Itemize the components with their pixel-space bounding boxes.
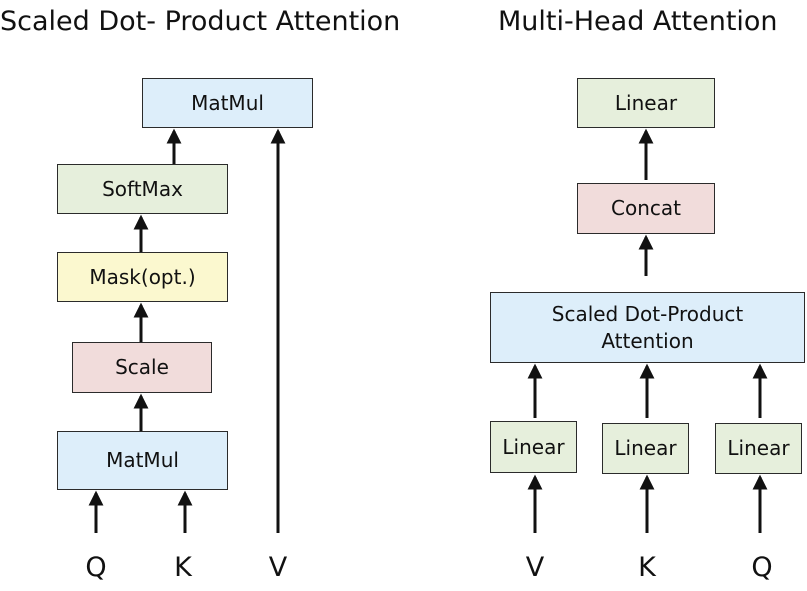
linear-k-box: Linear <box>602 423 689 474</box>
input-k-left: K <box>174 552 192 583</box>
matmul-bottom-box: MatMul <box>57 431 228 490</box>
attention-label-line2: Attention <box>601 328 694 353</box>
linear-q-box: Linear <box>715 423 802 474</box>
mask-box: Mask(opt.) <box>57 252 228 302</box>
input-v-right: V <box>525 552 545 583</box>
softmax-label: SoftMax <box>102 176 183 201</box>
scale-box: Scale <box>72 342 212 393</box>
input-q-right: Q <box>751 552 773 583</box>
linear-top-box: Linear <box>577 78 715 128</box>
linear-v-label: Linear <box>502 434 565 459</box>
input-k-right: K <box>638 552 656 583</box>
input-v-left: V <box>268 552 288 583</box>
matmul-top-label: MatMul <box>191 90 264 115</box>
attention-label-line1: Scaled Dot-Product <box>551 301 744 326</box>
concat-box: Concat <box>577 183 715 234</box>
mask-label: Mask(opt.) <box>89 264 196 289</box>
matmul-top-box: MatMul <box>142 78 313 128</box>
linear-top-label: Linear <box>614 90 678 115</box>
scaled-dot-product-attention-box: Scaled Dot-Product Attention <box>490 292 805 363</box>
concat-label: Concat <box>611 196 681 220</box>
scaled-dot-product-attention-title: Scaled Dot- Product Attention <box>0 6 401 37</box>
linear-k-label: Linear <box>614 436 677 460</box>
input-q-left: Q <box>85 552 107 583</box>
scale-label: Scale <box>115 355 169 379</box>
linear-v-box: Linear <box>490 421 577 473</box>
linear-q-label: Linear <box>727 436 790 460</box>
softmax-box: SoftMax <box>57 164 228 214</box>
matmul-bottom-label: MatMul <box>106 448 179 472</box>
multi-head-attention-title: Multi-Head Attention <box>498 6 778 37</box>
